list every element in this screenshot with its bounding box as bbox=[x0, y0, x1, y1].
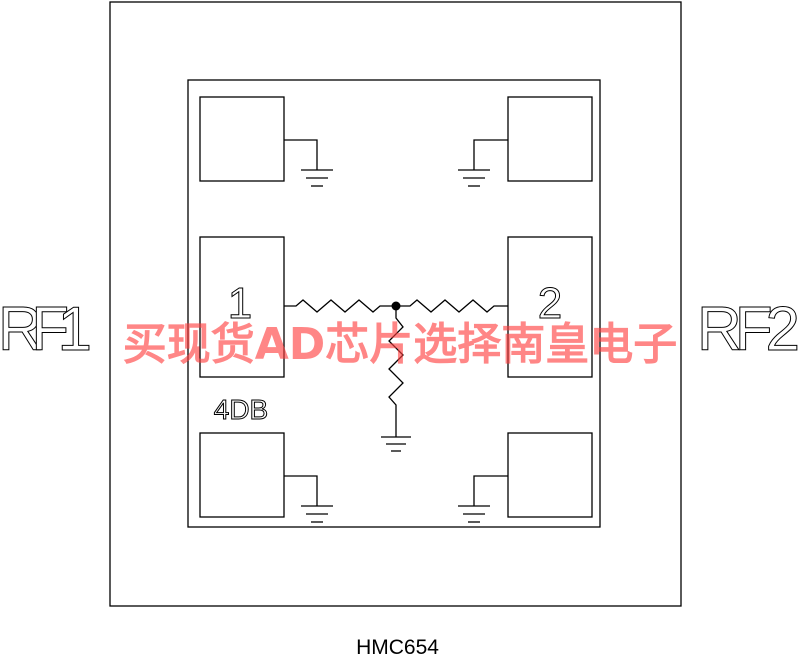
ground-pad-bottom-right bbox=[507, 432, 593, 518]
ground-symbol-bottom-right bbox=[458, 475, 508, 523]
die-outline bbox=[187, 79, 601, 528]
ground-symbol-top-right bbox=[458, 139, 508, 187]
rf-pad-1 bbox=[199, 236, 285, 378]
shunt-resistor bbox=[388, 306, 404, 437]
ground-pad-top-right bbox=[507, 96, 593, 182]
pad-1-label: 1 bbox=[228, 279, 252, 328]
ground-pad-top-left bbox=[199, 96, 285, 182]
pad-2-label: 2 bbox=[538, 279, 562, 328]
watermark: 买现货AD芯片选择南皇电子 bbox=[122, 319, 678, 370]
part-number-caption: HMC654 bbox=[356, 636, 439, 659]
series-resistor-right bbox=[396, 299, 508, 313]
series-resistor-left bbox=[284, 299, 396, 313]
attenuation-label: 4DB bbox=[214, 394, 268, 425]
ground-pad-bottom-left bbox=[199, 432, 285, 518]
ground-symbol-top-left bbox=[284, 139, 333, 187]
ground-symbol-shunt bbox=[381, 436, 411, 452]
junction-dot bbox=[391, 301, 401, 311]
ground-symbol-bottom-left bbox=[284, 475, 333, 523]
package-outline bbox=[109, 1, 682, 607]
rf2-port-label: RF2 bbox=[697, 295, 800, 364]
rf1-port-label: RF1 bbox=[0, 295, 92, 364]
rf-pad-2 bbox=[507, 236, 593, 378]
